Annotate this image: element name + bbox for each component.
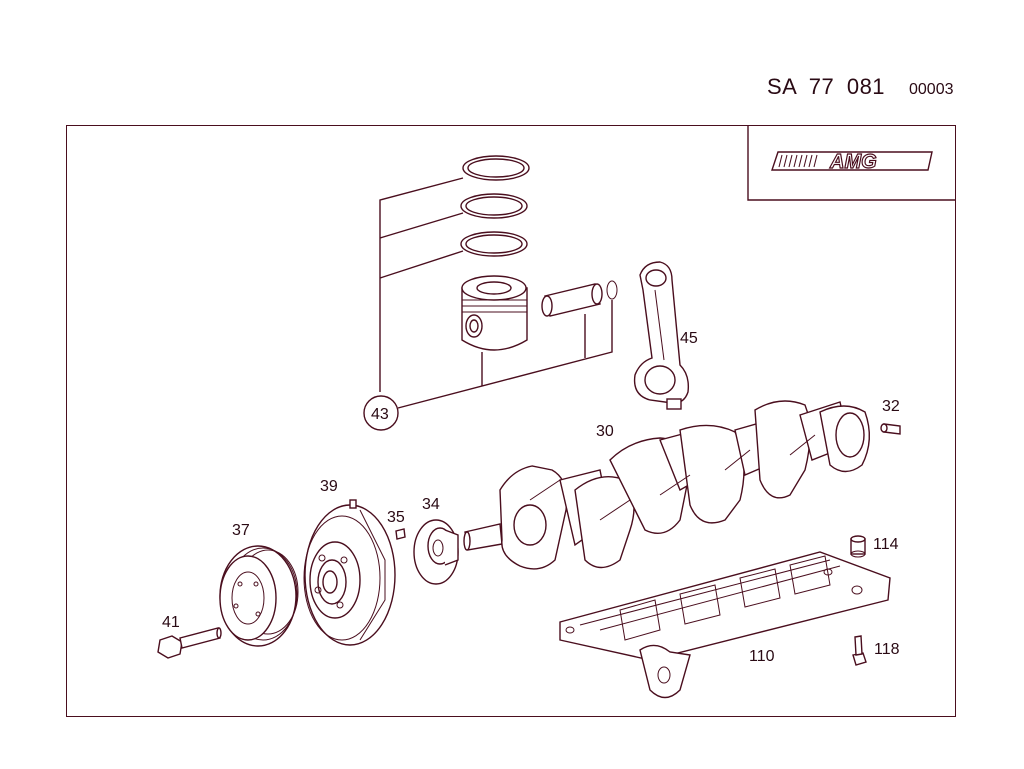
callout-114: 114 xyxy=(873,536,899,553)
callout-35: 35 xyxy=(387,509,405,526)
callout-118: 118 xyxy=(874,641,900,658)
bolt-118 xyxy=(852,635,867,666)
amg-logo-text: AMG xyxy=(829,151,877,173)
diagram-code: SA 77 081 xyxy=(767,74,886,99)
dowel-pin xyxy=(880,423,901,435)
diagram-frame xyxy=(66,125,956,717)
crankshaft xyxy=(463,400,870,570)
vibration-damper xyxy=(303,499,396,646)
callout-32: 32 xyxy=(882,398,900,415)
piston-ring-2 xyxy=(460,193,528,219)
hub-flange xyxy=(413,519,459,585)
belt-pulley xyxy=(219,545,299,647)
callout-45: 45 xyxy=(680,330,698,347)
sheet-number: 00003 xyxy=(909,81,954,98)
svg-text:43: 43 xyxy=(371,406,389,423)
spacer-sleeve xyxy=(395,528,406,540)
callout-30: 30 xyxy=(596,423,614,440)
callout-37: 37 xyxy=(232,522,250,539)
amg-logo: AMG xyxy=(771,150,933,174)
pulley-bolt xyxy=(157,627,222,659)
connecting-rod xyxy=(633,261,690,410)
callout-34: 34 xyxy=(422,496,440,513)
piston xyxy=(461,275,528,351)
callout-110: 110 xyxy=(749,648,775,665)
amg-logo-box: AMG xyxy=(747,126,955,201)
piston-pin xyxy=(541,283,603,317)
circlip xyxy=(606,280,618,300)
piston-ring-3 xyxy=(460,231,528,257)
piston-ring-1 xyxy=(462,155,530,181)
sleeve xyxy=(850,535,866,558)
group-43-bracket xyxy=(379,177,613,409)
bearing-bridge xyxy=(559,551,891,699)
callout-43: 43 xyxy=(363,395,399,431)
callout-41: 41 xyxy=(162,614,180,631)
callout-39: 39 xyxy=(320,478,338,495)
